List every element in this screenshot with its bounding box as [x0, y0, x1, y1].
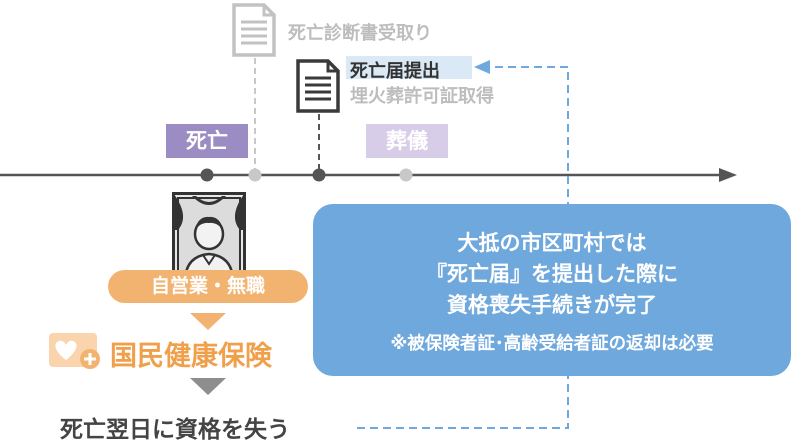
health-insurance-card-icon — [49, 333, 100, 369]
callout-note: ※被保険者証･高齢受給者証の返却は必要 — [390, 334, 714, 354]
doc1-dot — [248, 168, 262, 182]
callout-line1: 大抵の市区町村では — [457, 231, 647, 255]
occupation-badge: 自営業・無職 — [108, 270, 308, 303]
doc2-dot — [312, 168, 326, 182]
death-tag: 死亡 — [166, 124, 248, 158]
callout-line2: 『死亡届』を提出した際に — [426, 262, 678, 286]
funeral-tag: 葬儀 — [366, 124, 448, 158]
down-arrow-gray — [190, 378, 226, 395]
insurance-label: 国民健康保険 — [110, 341, 272, 372]
funeral-dot — [399, 168, 413, 182]
document-icon — [296, 59, 340, 113]
doc2-label-line2: 埋火葬許可証取得 — [350, 86, 494, 107]
callout-box: 大抵の市区町村では 『死亡届』を提出した際に 資格喪失手続きが完了 ※被保険者証… — [313, 204, 791, 376]
callout-line3: 資格喪失手続きが完了 — [447, 293, 657, 317]
doc2-label-line1: 死亡届提出 — [350, 61, 440, 82]
death-dot — [200, 168, 214, 182]
document-icon — [232, 3, 276, 57]
callout-arrowhead — [474, 60, 490, 74]
doc2-label-highlight — [346, 56, 472, 79]
down-arrow-orange — [190, 313, 226, 330]
portrait-person-icon — [172, 192, 246, 282]
doc1-label: 死亡診断書受取り — [288, 23, 432, 44]
timeline-arrowhead — [719, 168, 737, 182]
result-text: 死亡翌日に資格を失う — [60, 417, 290, 443]
